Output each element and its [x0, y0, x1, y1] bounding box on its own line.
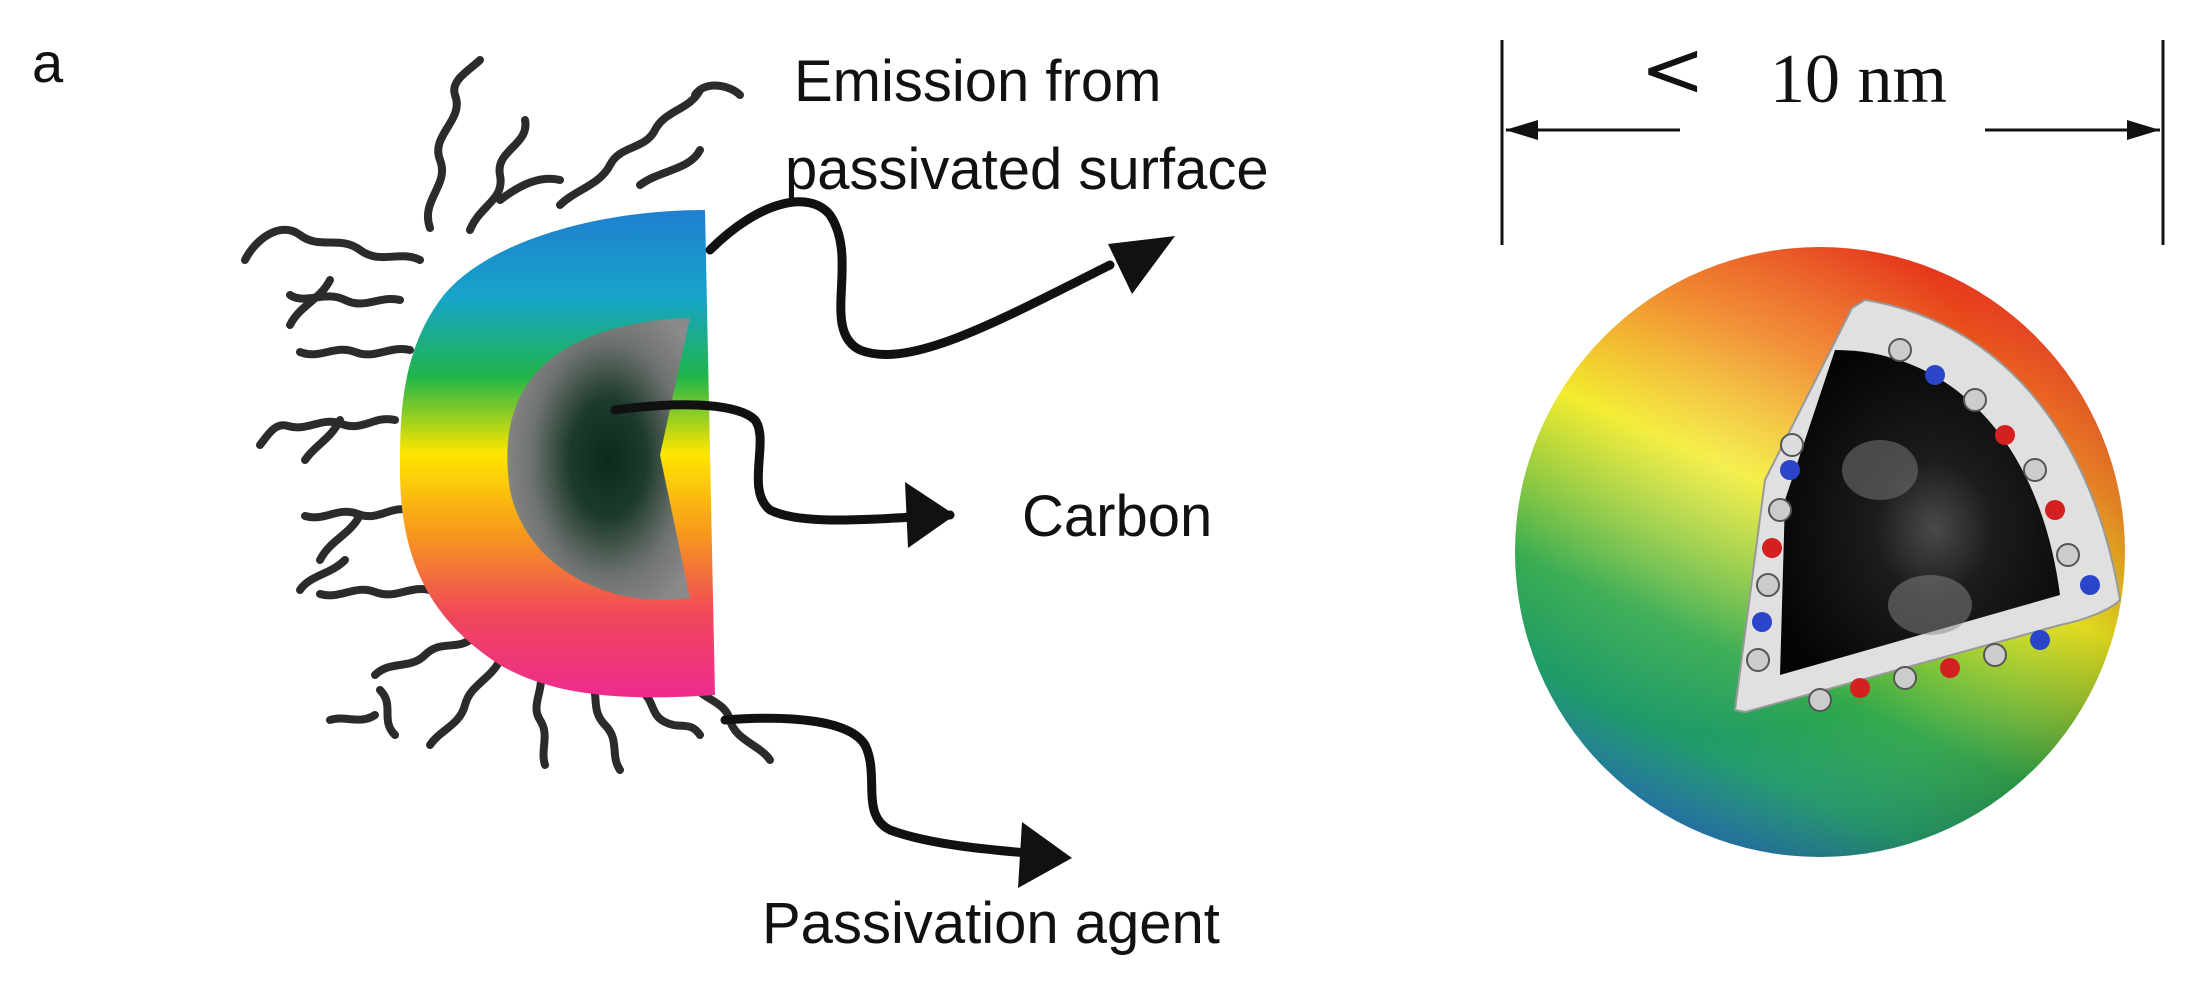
arrowhead-passivation: [1018, 822, 1072, 888]
emission-label-line2: passivated surface: [785, 137, 1269, 202]
arrowhead-emission: [1108, 236, 1175, 294]
arrowhead-carbon: [905, 482, 955, 548]
panel-label: a: [32, 31, 64, 94]
carbon-label: Carbon: [1022, 484, 1213, 549]
arrowheads: [905, 236, 1175, 888]
scale-comparator: <: [1640, 25, 1706, 115]
label-arrows: [610, 197, 1115, 860]
molecule-beads: [1746, 338, 2100, 712]
carbon-dot-sphere: [1515, 247, 2125, 857]
carbon-core: [507, 318, 690, 600]
dot-cross-section: [400, 210, 715, 698]
passivation-label: Passivation agent: [762, 891, 1220, 956]
inner-core: [1780, 350, 2060, 675]
scale-arrowheads: [1505, 120, 2160, 140]
scale-value: 10 nm: [1770, 41, 1947, 118]
emission-label-line1: Emission from: [794, 49, 1162, 114]
passivation-chains: [241, 56, 774, 774]
